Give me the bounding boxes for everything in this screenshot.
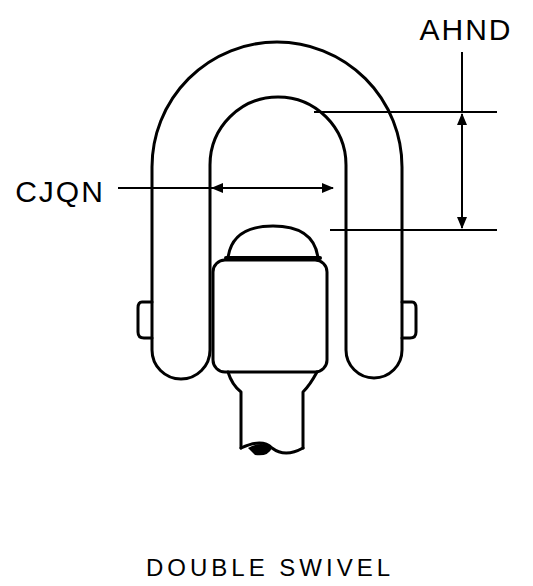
dimension-line (461, 170, 463, 228)
extension-line (314, 111, 497, 113)
extension-line (330, 229, 497, 231)
stem (228, 372, 317, 448)
pin (138, 302, 152, 338)
dimension-line (278, 187, 333, 189)
break-blob (248, 444, 272, 455)
swivel-body (213, 260, 327, 372)
pin (402, 302, 416, 338)
leader-line (118, 187, 212, 189)
dimension-label: CJQN (15, 177, 105, 207)
dimension-line (461, 114, 463, 170)
dimension-line (212, 187, 278, 189)
bail (152, 42, 402, 379)
dimension-label: AHND (419, 15, 512, 45)
dome (228, 226, 318, 258)
leader-line (461, 52, 463, 112)
caption: DOUBLE SWIVEL (146, 556, 394, 580)
